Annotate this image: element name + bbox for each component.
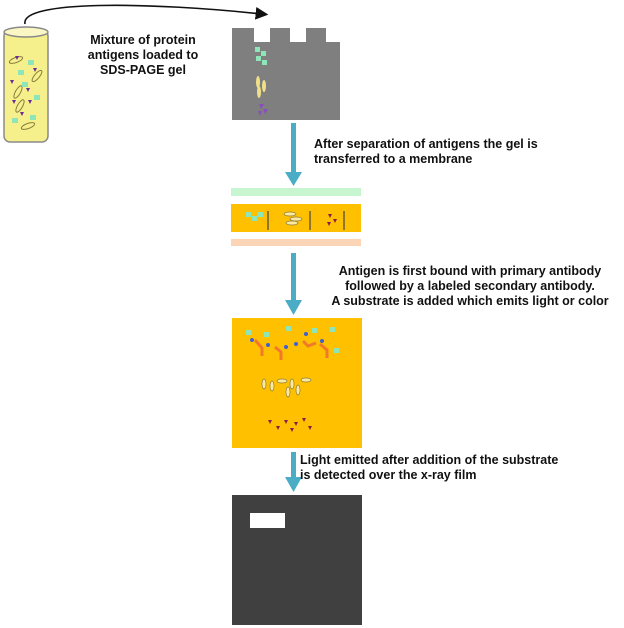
label-line: After separation of antigens the gel is xyxy=(314,137,538,151)
label-line: A substrate is added which emits light o… xyxy=(331,294,609,308)
gel-transfer-band xyxy=(231,204,361,232)
label-line: SDS-PAGE gel xyxy=(100,63,186,77)
label-line: antigens loaded to xyxy=(87,48,199,62)
sample-tube xyxy=(3,26,49,143)
step-antibody-label: Antigen is first bound with primary anti… xyxy=(320,264,620,309)
label-line: Antigen is first bound with primary anti… xyxy=(338,264,602,278)
x-ray-film xyxy=(232,495,362,625)
sds-page-gel xyxy=(232,28,342,120)
label-line: Mixture of protein xyxy=(90,33,196,47)
flow-arrow-3 xyxy=(285,452,302,492)
membrane-band xyxy=(231,188,361,196)
detected-band xyxy=(250,513,285,528)
loading-curved-arrow xyxy=(24,4,269,25)
label-line: is detected over the x-ray film xyxy=(300,468,477,482)
label-line: followed by a labeled secondary antibody… xyxy=(345,279,595,293)
step-detect-label: Light emitted after addition of the subs… xyxy=(300,453,558,483)
probed-membrane xyxy=(232,318,362,448)
step-transfer-label: After separation of antigens the gel is … xyxy=(314,137,538,167)
label-line: transferred to a membrane xyxy=(314,152,473,166)
flow-arrow-2 xyxy=(285,253,302,315)
label-line: Light emitted after addition of the subs… xyxy=(300,453,559,467)
filter-paper-band xyxy=(231,239,361,246)
flow-arrow-1 xyxy=(285,123,302,186)
step-load-label: Mixture of protein antigens loaded to SD… xyxy=(76,33,210,78)
